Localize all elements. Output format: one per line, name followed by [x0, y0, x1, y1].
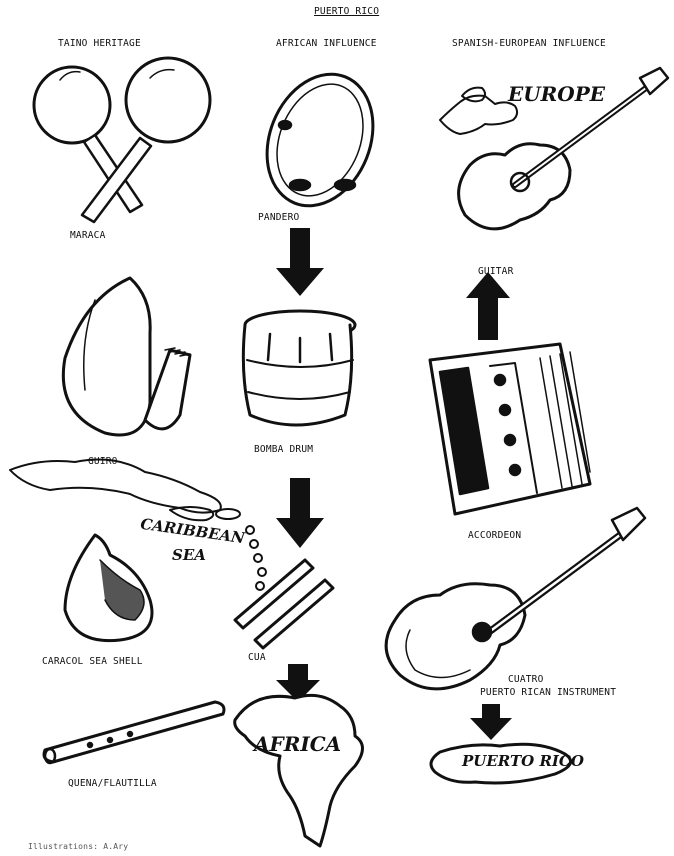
puerto-rico-map-label: PUERTO RICO: [462, 752, 584, 770]
page-title: PUERTO RICO: [314, 6, 379, 17]
bomba-drum-drawing: [243, 311, 355, 425]
column-heading-african: AFRICAN INFLUENCE: [276, 38, 377, 49]
illustration-credit: Illustrations: A.Ary: [28, 842, 128, 851]
column-heading-taino: TAINO HERITAGE: [58, 38, 141, 49]
caracol-shell-drawing: [65, 535, 152, 641]
cua-drawing: [235, 560, 333, 648]
maraca-drawing: [34, 58, 210, 222]
pandero-label: PANDERO: [258, 212, 299, 223]
europe-map-drawing: [440, 88, 517, 134]
arrow-bomba-to-cua: [276, 478, 324, 548]
pandero-drawing: [248, 58, 392, 222]
arrow-cuatro-to-puerto-rico: [470, 704, 512, 740]
accordion-drawing: [430, 344, 590, 514]
arrow-accordion-to-guitar: [466, 272, 510, 340]
bomba-drum-label: BOMBA DRUM: [254, 444, 313, 455]
arrow-pandero-to-bomba: [276, 228, 324, 296]
africa-map-drawing: [235, 695, 363, 846]
guitar-label: GUITAR: [478, 266, 514, 277]
quena-label: QUENA/FLAUTILLA: [68, 778, 157, 789]
caribbean-map-label-2: SEA: [172, 546, 206, 564]
cuatro-label: CUATRO: [508, 674, 544, 685]
caracol-label: CARACOL SEA SHELL: [42, 656, 143, 667]
maraca-label: MARACA: [70, 230, 106, 241]
column-heading-spanish: SPANISH-EUROPEAN INFLUENCE: [452, 38, 606, 49]
cuatro-sub-label: PUERTO RICAN INSTRUMENT: [480, 687, 616, 698]
quena-flute-drawing: [44, 702, 224, 763]
cua-label: CUA: [248, 652, 266, 663]
caribbean-map-drawing: [10, 460, 266, 590]
africa-map-label: AFRICA: [254, 732, 341, 756]
accordion-label: ACCORDEON: [468, 530, 521, 541]
guiro-drawing: [63, 278, 190, 435]
europe-map-label: EUROPE: [508, 82, 605, 106]
guiro-label: GUIRO: [88, 456, 118, 467]
